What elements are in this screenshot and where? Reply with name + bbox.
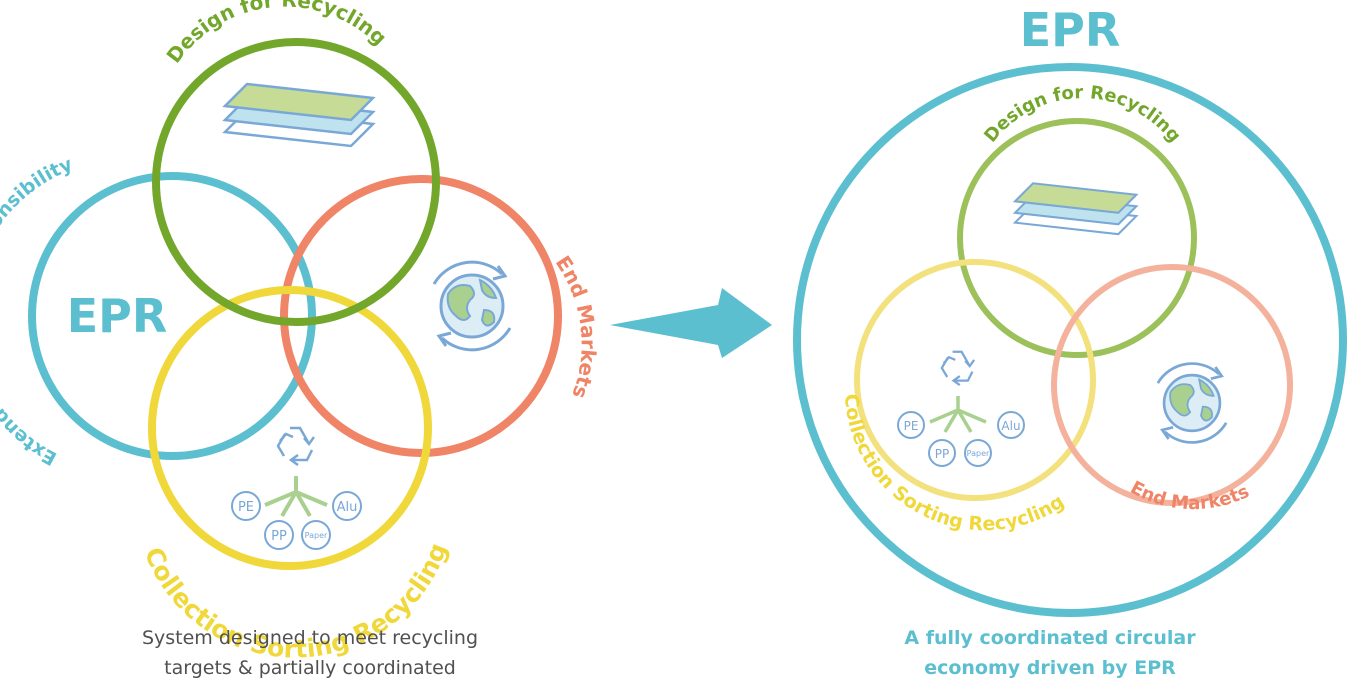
caption-left: System designed to meet recycling target… <box>110 623 510 683</box>
left-venn <box>28 38 562 570</box>
recycle-icon-right <box>940 350 976 387</box>
caption-left-line1: System designed to meet recycling <box>141 627 479 649</box>
design-circle-right <box>957 118 1197 358</box>
collection-circle <box>148 286 432 570</box>
end-markets-circle <box>280 175 562 457</box>
material-paper-right: Paper <box>967 449 990 458</box>
stacked-layers-icon-right <box>1012 182 1139 236</box>
material-paper: Paper <box>305 531 328 540</box>
right-venn <box>854 118 1293 506</box>
caption-right: A fully coordinated circular economy dri… <box>840 623 1260 683</box>
globe-cycle-icon-right <box>1156 362 1228 444</box>
epr-outer-circle <box>793 63 1347 617</box>
label-design-right: Design for Recycling <box>980 82 1185 146</box>
material-pp-right: PP <box>935 447 949 461</box>
material-alu: Alu <box>337 500 358 515</box>
globe-cycle-icon <box>432 260 512 352</box>
material-pp: PP <box>271 529 287 544</box>
epr-circle <box>28 172 316 460</box>
caption-left-line2: targets & partially coordinated <box>164 657 456 679</box>
epr-short-label: EPR <box>67 289 168 343</box>
end-markets-circle-right <box>1051 264 1293 506</box>
recycle-icon <box>276 426 316 467</box>
material-badges-left: PE Alu PP Paper <box>231 491 362 550</box>
label-epr-full-left: Extended Producer Responsibility <box>0 153 76 469</box>
material-pe: PE <box>238 500 254 515</box>
material-arrows <box>264 476 328 518</box>
stacked-layers-icon <box>222 82 376 148</box>
material-alu-right: Alu <box>1001 419 1020 433</box>
design-circle <box>152 38 440 326</box>
epr-title-right: EPR <box>1020 3 1121 57</box>
material-badges-right: PE Alu PP Paper <box>897 411 1025 467</box>
material-arrows-right <box>929 396 987 433</box>
collection-circle-right <box>854 259 1096 501</box>
caption-right-line1: A fully coordinated circular <box>904 627 1196 649</box>
material-pe-right: PE <box>904 419 919 433</box>
caption-right-line2: economy driven by EPR <box>924 657 1176 679</box>
arrow-right-icon <box>610 288 772 358</box>
